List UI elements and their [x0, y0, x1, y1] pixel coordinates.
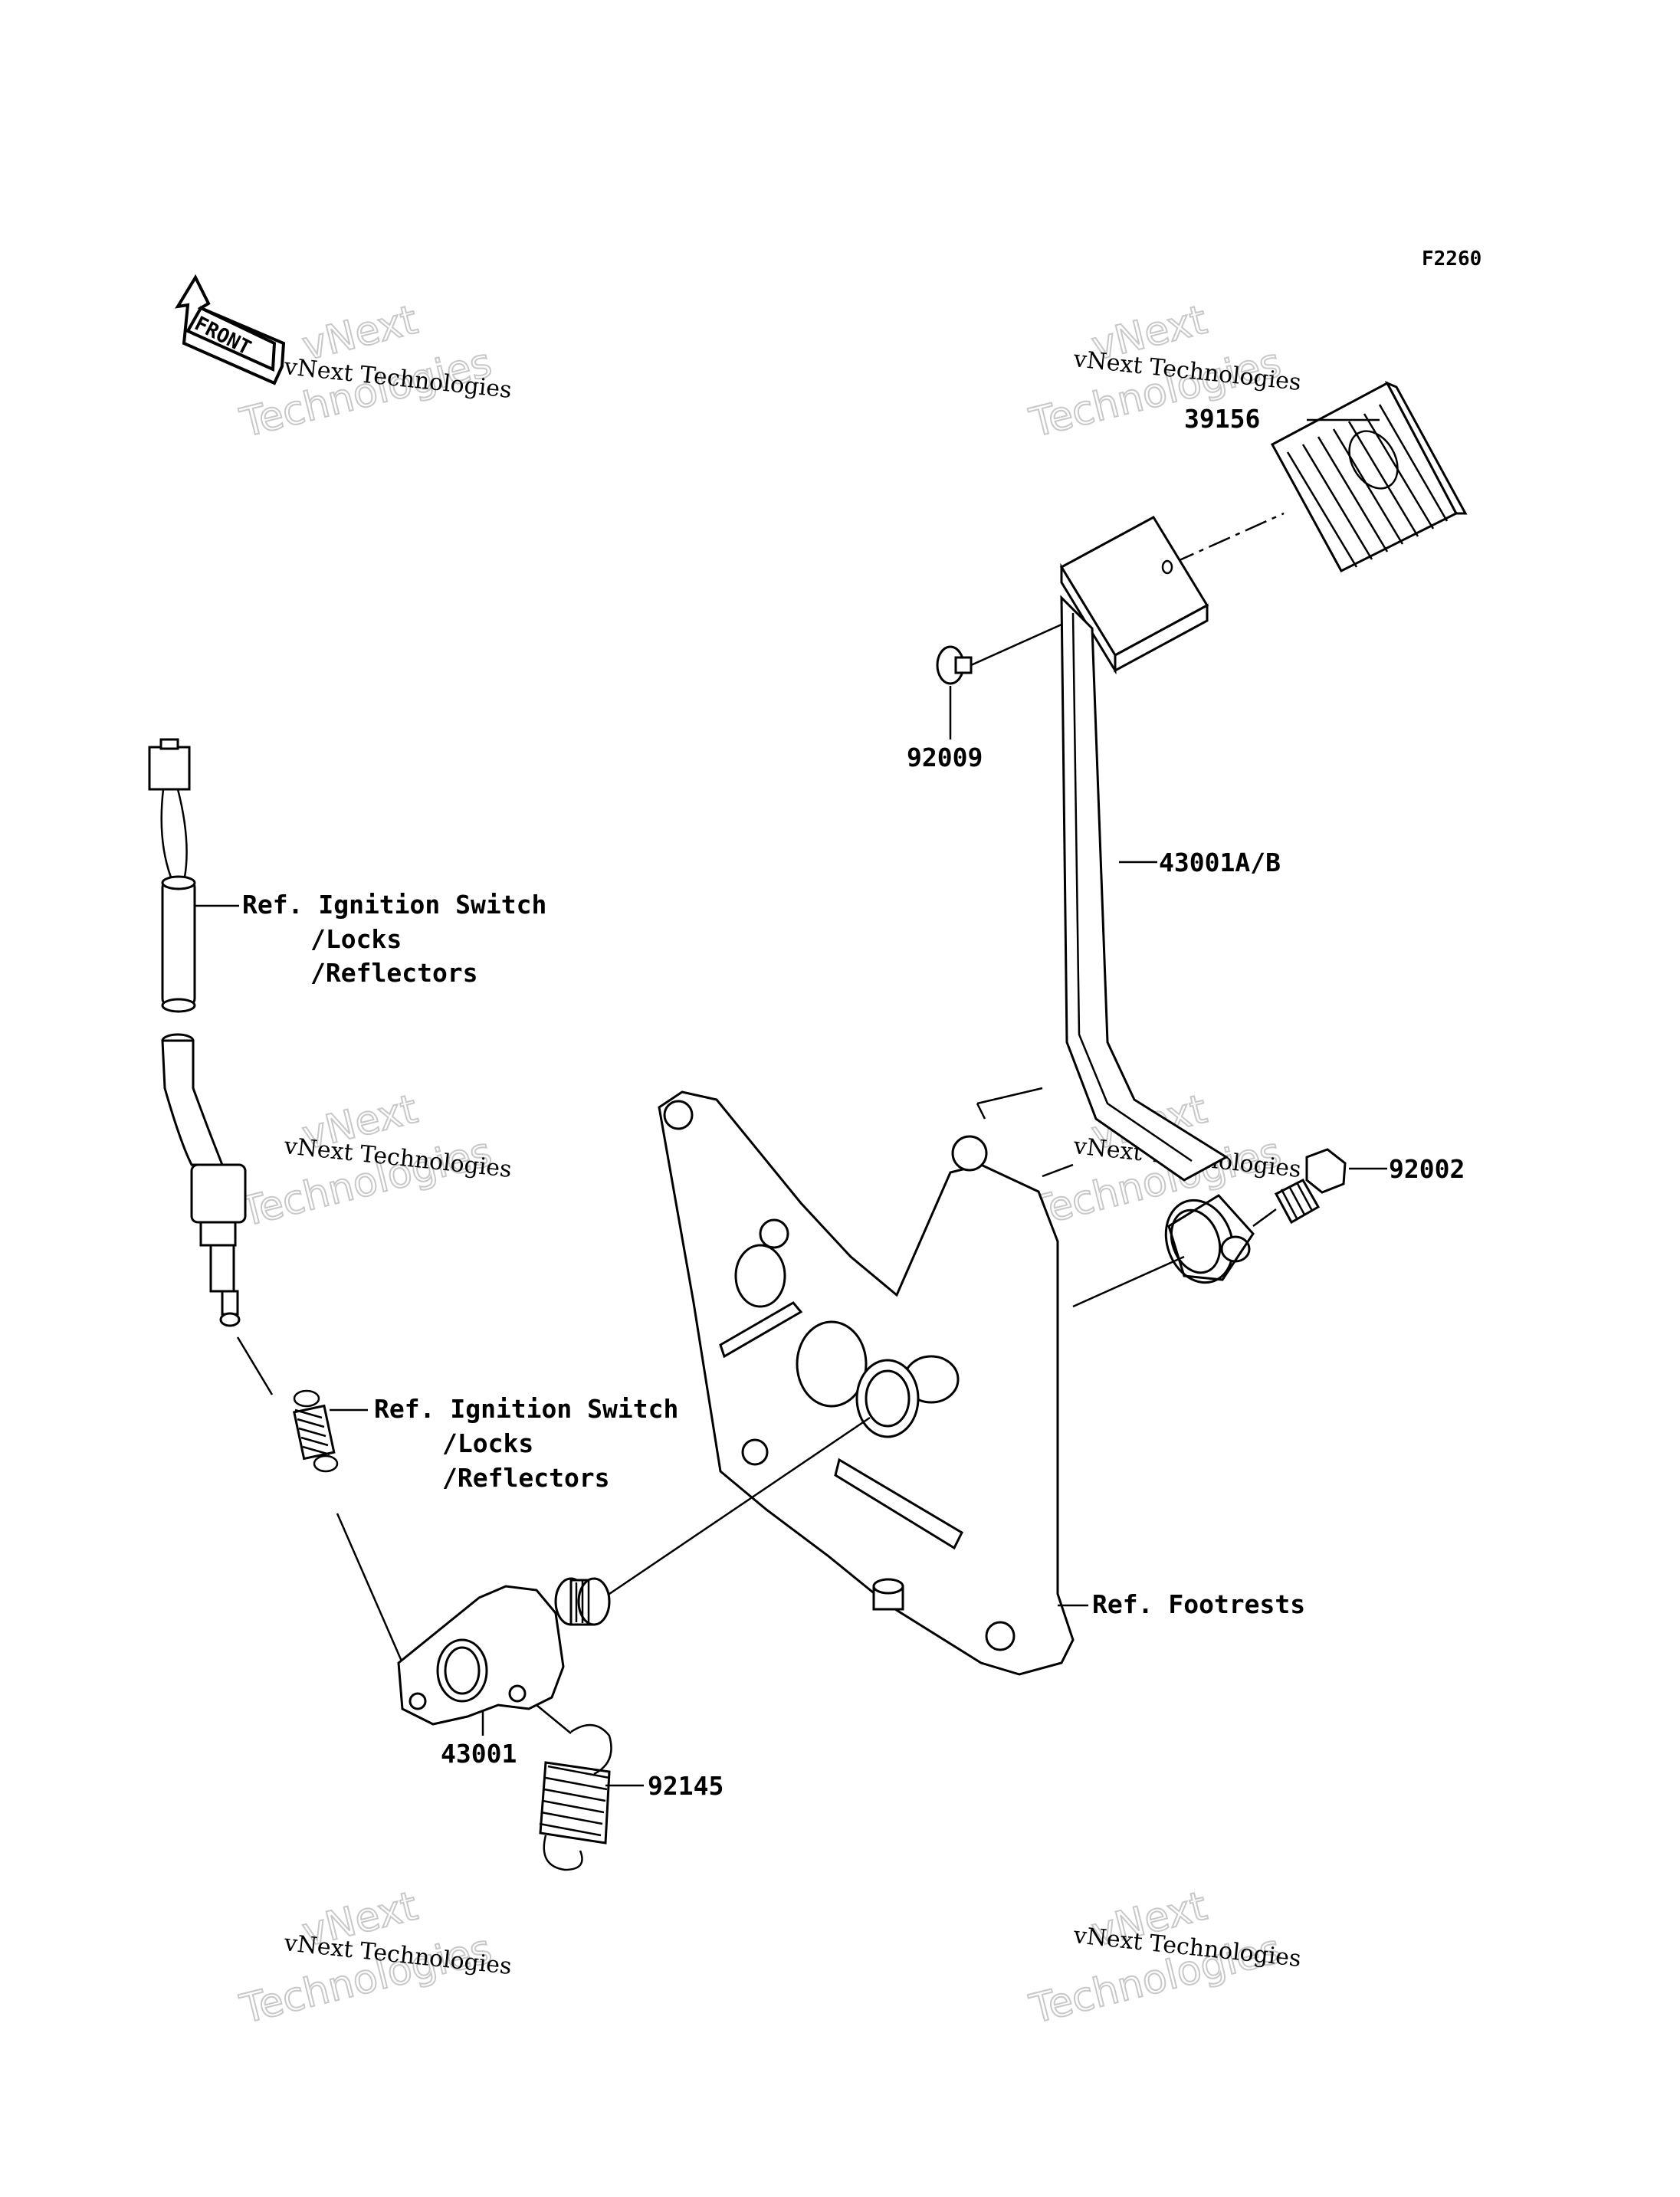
label-washer: 92009	[907, 743, 983, 772]
washer-drawing	[936, 623, 1062, 685]
label-ref-ignition-1-line3: /Reflectors	[310, 958, 478, 988]
switch-spring-drawing	[293, 1389, 404, 1664]
brake-pedal-drawing	[1059, 516, 1255, 1284]
brake-switch-drawing	[148, 738, 274, 1395]
label-ref-ignition-2-line1: Ref. Ignition Switch	[374, 1394, 678, 1424]
pedal-pad-drawing	[1270, 381, 1468, 572]
label-shaft-arm: 43001	[441, 1739, 517, 1769]
label-spring: 92145	[648, 1771, 724, 1801]
label-ref-ignition-2-line3: /Reflectors	[442, 1463, 610, 1493]
return-spring-drawing	[536, 1704, 612, 1871]
label-bolt: 92002	[1389, 1154, 1465, 1184]
label-ref-ignition-2-line2: /Locks	[442, 1428, 533, 1458]
label-brake-pedal: 43001A/B	[1159, 848, 1281, 877]
diagram-code: F2260	[1422, 248, 1481, 271]
watermark-top-right: Technologies vNext vNext Technologies	[1025, 297, 1303, 448]
label-ref-ignition-1-line1: Ref. Ignition Switch	[242, 890, 546, 920]
label-pedal-pad: 39156	[1184, 404, 1260, 434]
front-arrow-icon: FRONT	[175, 274, 286, 385]
watermark-mid-left: Technologies vNext vNext Technologies	[235, 1086, 514, 1237]
bolt-drawing	[1072, 1148, 1347, 1308]
watermark-bottom-left: Technologies vNext vNext Technologies	[235, 1883, 514, 2034]
shaft-arm-drawing	[397, 1416, 871, 1726]
label-ref-ignition-1-line2: /Locks	[310, 924, 402, 954]
watermark-bottom-right: Technologies vNext vNext Technologies	[1025, 1883, 1303, 2034]
footrest-bracket-drawing	[658, 1087, 1075, 1676]
label-ref-footrests: Ref. Footrests	[1092, 1589, 1305, 1619]
